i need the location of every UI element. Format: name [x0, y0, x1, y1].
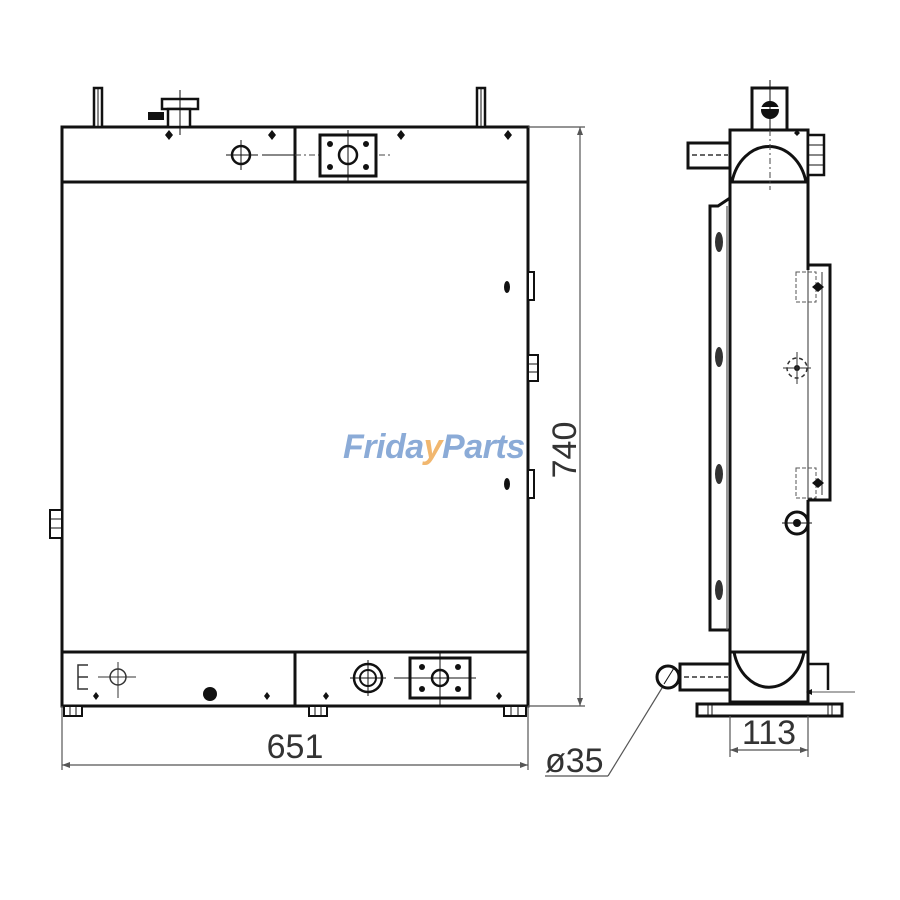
watermark-text-1: Frida	[343, 428, 424, 466]
width-dimension: 651	[61, 706, 529, 770]
watermark-logo: FridayParts	[343, 428, 525, 467]
filler-cap	[148, 90, 200, 140]
watermark-text-2: Parts	[442, 428, 525, 466]
side-bracket-right-1	[504, 271, 535, 301]
inlet-flange	[295, 130, 390, 182]
height-dimension: 740	[528, 126, 585, 707]
inlet-symbol	[226, 140, 295, 170]
outlet-port	[350, 660, 410, 696]
mounting-feet	[63, 705, 527, 717]
width-label: 651	[267, 728, 324, 766]
drain-symbol	[77, 662, 136, 700]
depth-label: 113	[742, 714, 796, 752]
drain-plug	[203, 687, 217, 701]
diameter-callout: ø35	[545, 687, 663, 780]
side-bracket-right-2	[527, 354, 539, 382]
radiator-core	[60, 180, 530, 654]
side-view: 113 ø35	[545, 80, 855, 780]
front-view: 740 651	[49, 86, 585, 770]
outlet-flange	[404, 652, 476, 706]
mounting-pin-right	[475, 86, 487, 129]
side-bracket-left	[49, 509, 63, 539]
diameter-label: ø35	[545, 742, 604, 780]
watermark-accent: y	[423, 428, 443, 466]
height-label: 740	[546, 422, 584, 479]
mounting-pin-left	[92, 86, 104, 129]
depth-dimension: 113	[729, 714, 809, 757]
side-bracket-right-3	[504, 469, 535, 499]
